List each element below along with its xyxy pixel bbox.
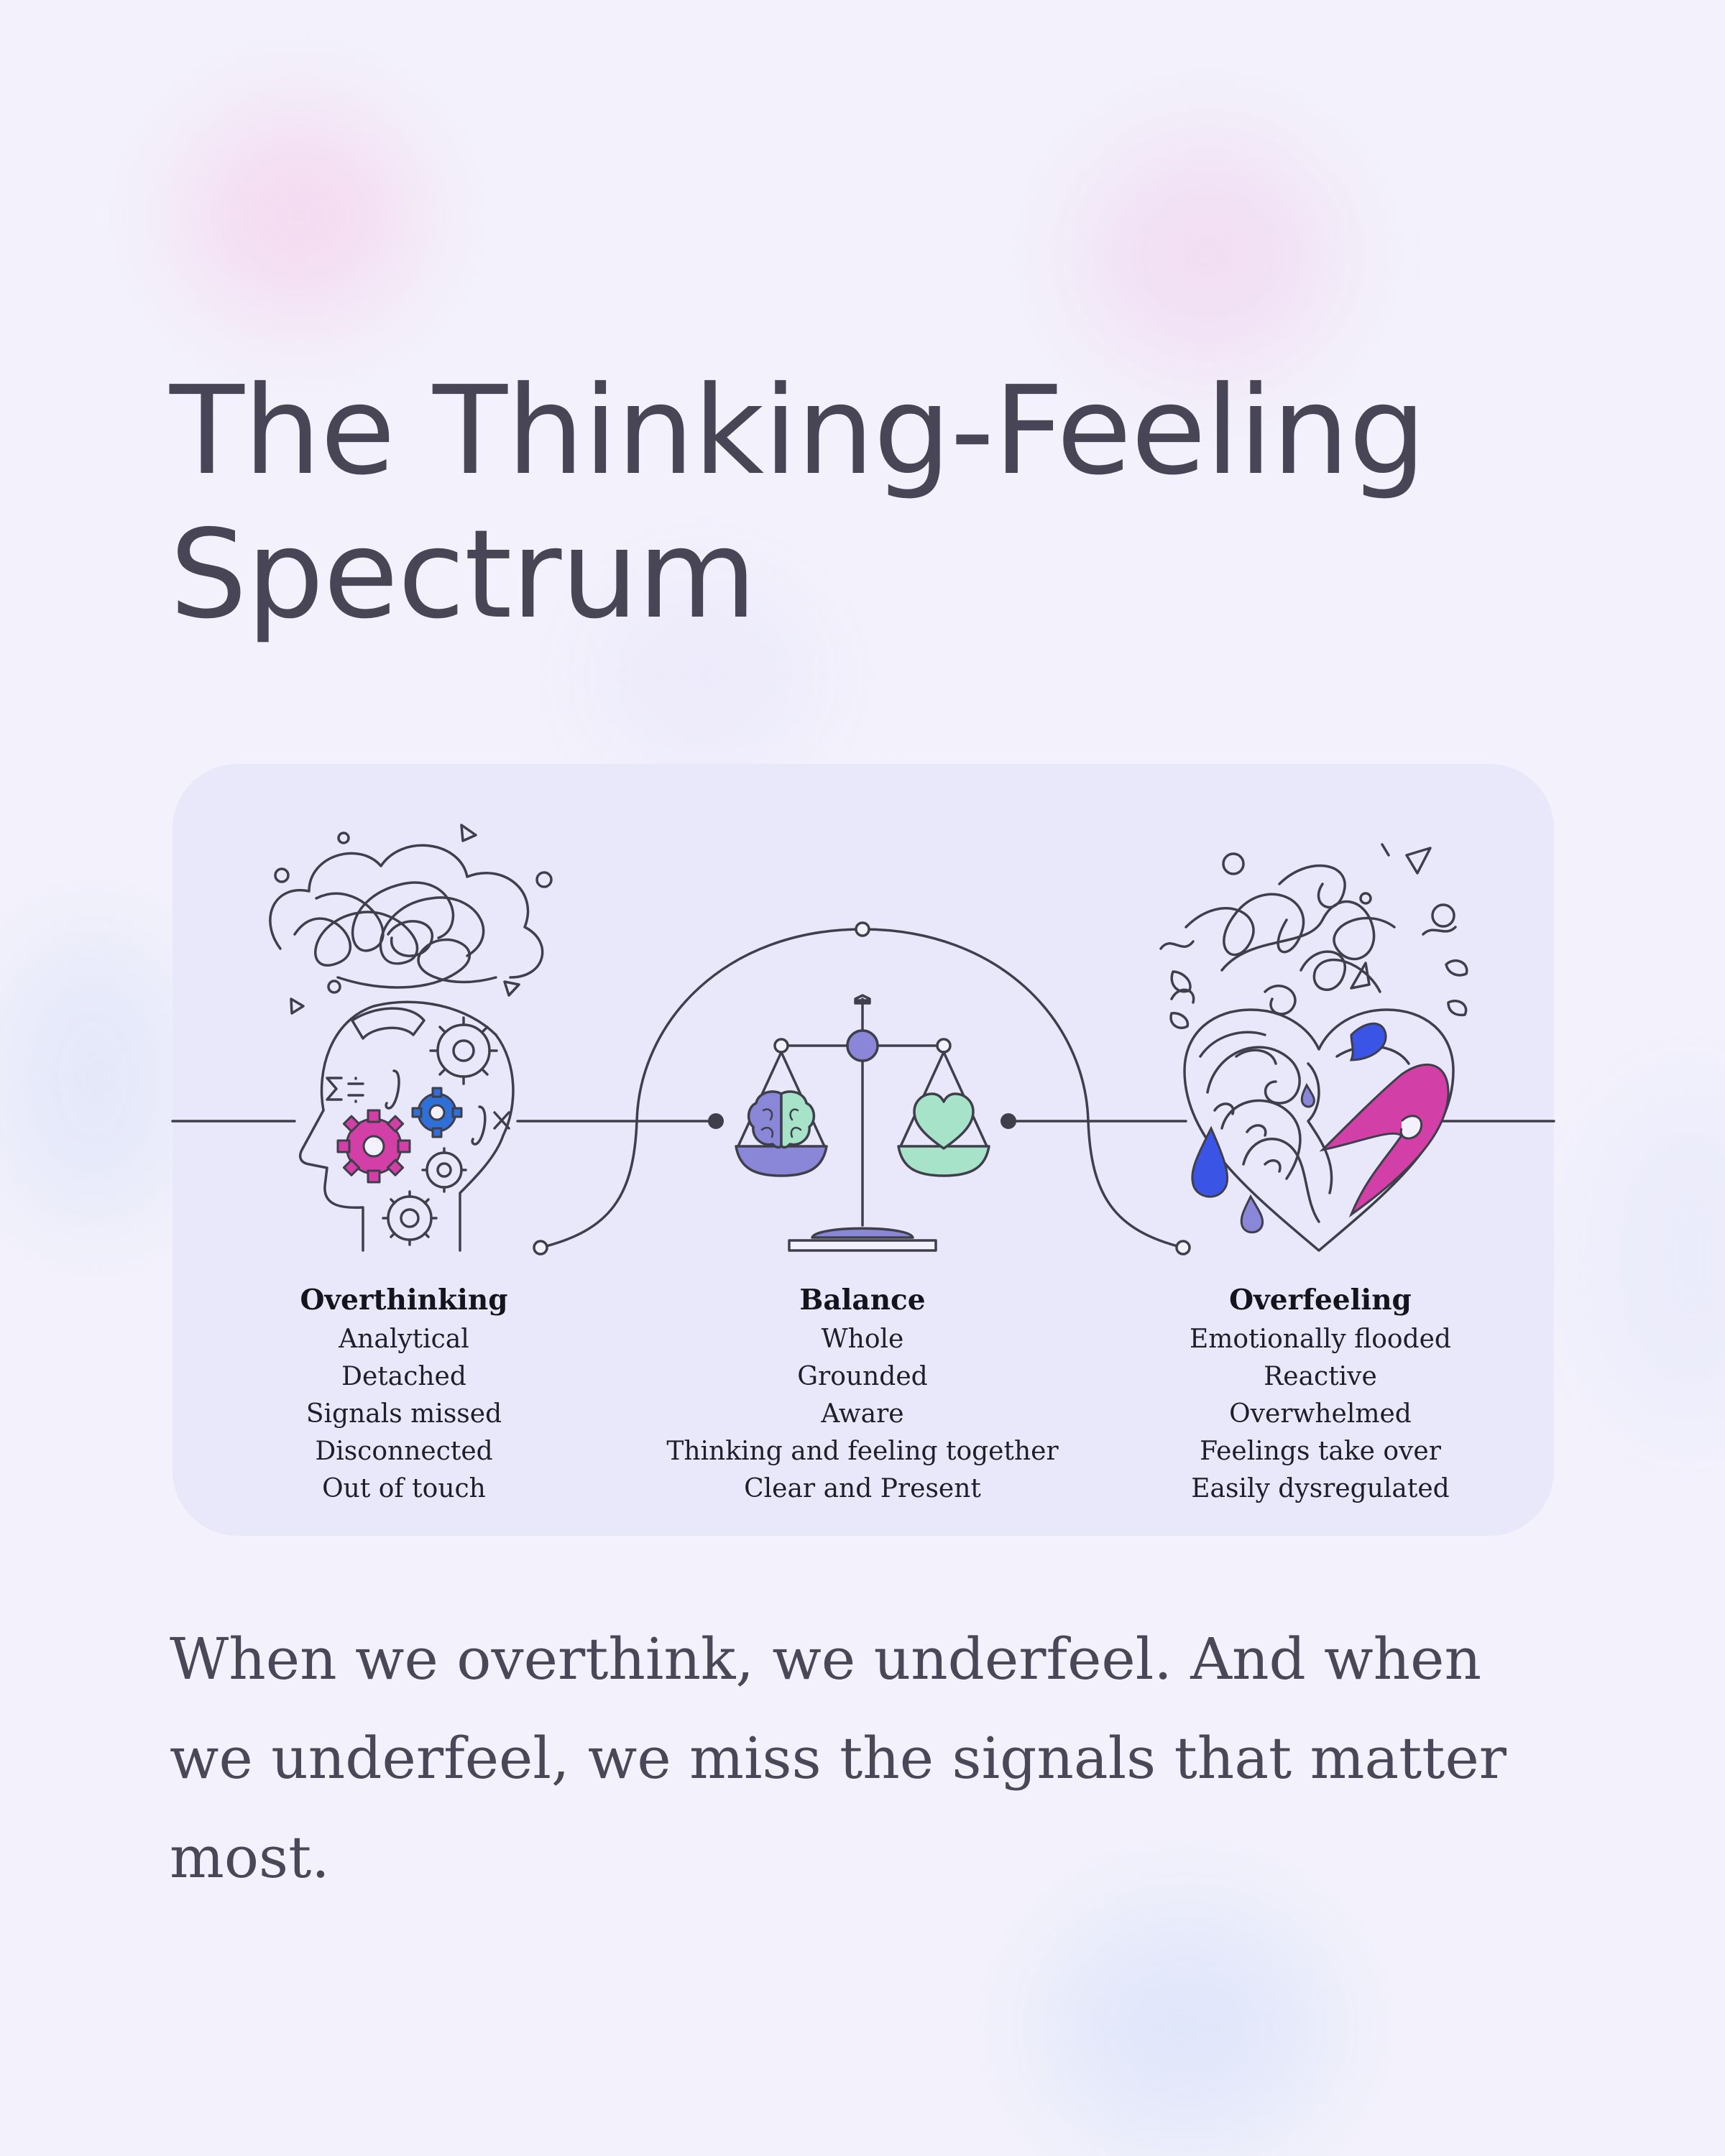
line-dot-right <box>1000 1113 1016 1129</box>
balance-trait: Aware <box>821 1399 904 1429</box>
overthinking-column: Overthinking Analytical Detached Signals… <box>152 1279 656 1508</box>
balance-trait: Clear and Present <box>744 1474 981 1503</box>
purple-tear-small <box>1240 1194 1264 1234</box>
arch-endpoint-left <box>533 1240 548 1256</box>
overthinking-trait: Disconnected <box>315 1437 493 1466</box>
line-dot-left <box>708 1113 724 1129</box>
head-gears-icon <box>269 824 553 1252</box>
balance-scale-icon <box>735 994 990 1252</box>
arch-top-dot <box>855 921 870 937</box>
purple-tear-mini <box>1300 1082 1315 1108</box>
magenta-gear <box>336 1109 411 1184</box>
magenta-swirl-detail <box>1399 1115 1423 1140</box>
overfeeling-label: Overfeeling <box>1229 1284 1412 1317</box>
overfeeling-trait: Reactive <box>1264 1362 1377 1391</box>
overfeeling-trait: Feelings take over <box>1200 1437 1441 1466</box>
background-blob <box>1042 1904 1330 2149</box>
blue-gear <box>411 1087 463 1138</box>
balance-trait: Grounded <box>797 1362 928 1391</box>
page-title: The Thinking-Feeling Spectrum <box>170 360 1426 646</box>
overthinking-trait: Out of touch <box>322 1474 486 1503</box>
overfeeling-trait: Easily dysregulated <box>1191 1474 1450 1503</box>
heart-waves-icon <box>1159 843 1468 1252</box>
overfeeling-trait: Emotionally flooded <box>1190 1325 1451 1354</box>
balance-column: Balance Whole Grounded Aware Thinking an… <box>611 1279 1114 1508</box>
balance-label: Balance <box>799 1284 926 1317</box>
overthinking-trait: Detached <box>341 1362 466 1391</box>
overthinking-trait: Signals missed <box>305 1399 502 1429</box>
overfeeling-trait: Overwhelmed <box>1229 1399 1412 1429</box>
blue-drop-upper <box>1349 1022 1387 1061</box>
arch-endpoint-right <box>1175 1240 1191 1256</box>
balance-trait: Whole <box>821 1325 904 1354</box>
spectrum-diagram <box>171 824 1555 1256</box>
blue-tear-large <box>1191 1125 1229 1198</box>
overfeeling-column: Overfeeling Emotionally flooded Reactive… <box>1069 1279 1572 1508</box>
overthinking-label: Overthinking <box>300 1284 508 1317</box>
caption-text: When we overthink, we underfeel. And whe… <box>170 1626 1507 1891</box>
overthinking-trait: Analytical <box>339 1325 469 1354</box>
balance-trait: Thinking and feeling together <box>666 1437 1059 1466</box>
